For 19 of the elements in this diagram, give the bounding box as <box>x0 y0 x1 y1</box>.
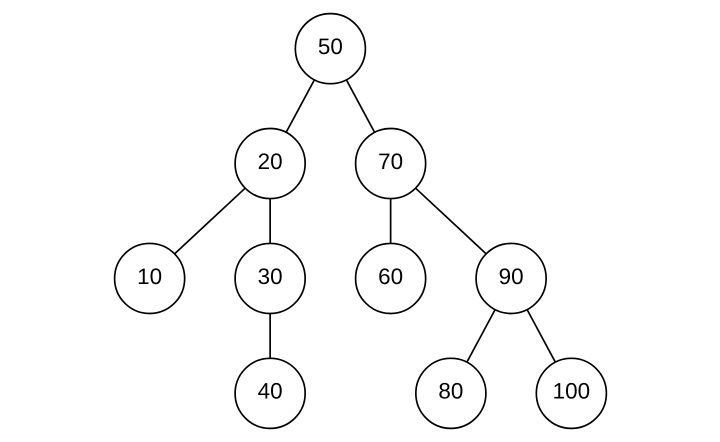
connector <box>268 198 270 244</box>
connector <box>414 188 486 254</box>
connector <box>285 80 314 132</box>
connector <box>466 309 496 362</box>
node-circle: 100 <box>535 357 607 430</box>
connector <box>526 309 556 362</box>
node-circle: 30 <box>234 242 306 314</box>
node-circle: 80 <box>414 357 486 430</box>
connector <box>389 198 391 244</box>
connector <box>174 188 246 254</box>
node-circle: 50 <box>294 12 366 85</box>
connector <box>268 313 270 358</box>
node-circle: 40 <box>234 357 306 430</box>
connector <box>345 80 375 132</box>
node-circle: 70 <box>354 128 426 200</box>
node-circle: 20 <box>234 128 306 200</box>
node-circle: 90 <box>474 242 546 314</box>
node-circle: 60 <box>354 242 426 314</box>
node-circle: 10 <box>113 242 185 314</box>
